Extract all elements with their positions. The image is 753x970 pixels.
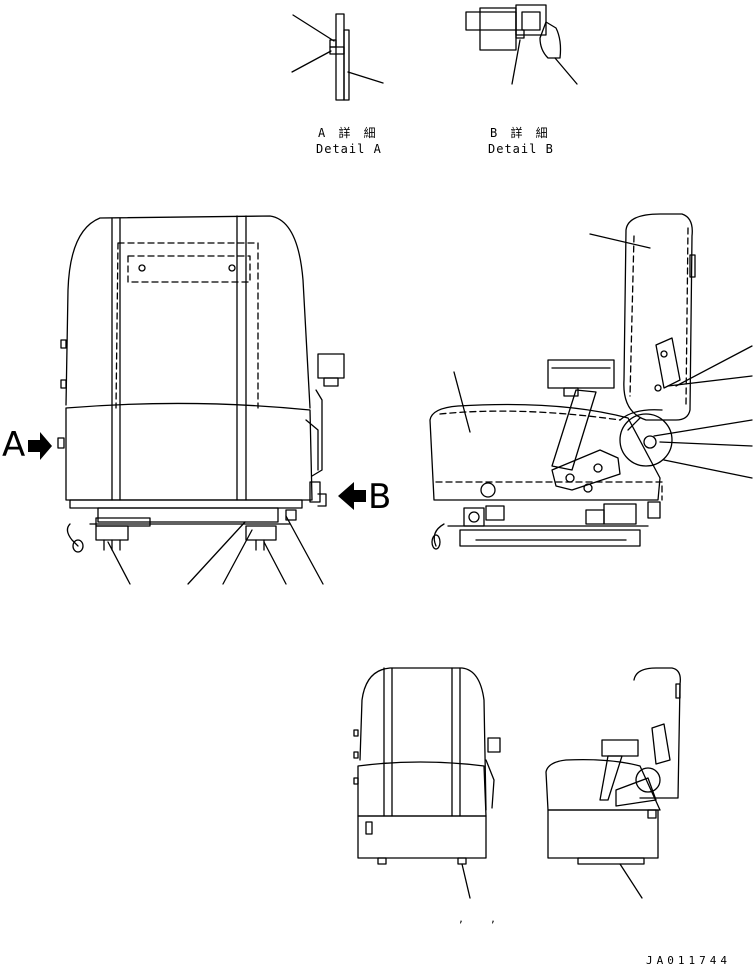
drawing-id: JA011744 [646,954,731,967]
bottom-side-view [545,667,681,899]
detail-b-title-jp: B 詳 細 [490,126,551,140]
detail-a-title-jp: A 詳 細 [318,126,379,140]
detail-b-figure [465,4,578,85]
bottom-note: , , [458,914,507,925]
detail-a-figure [291,13,384,101]
view-arrow-a [28,432,52,460]
detail-a-title-en: Detail A [316,142,382,156]
front-view-seat [57,215,345,585]
bottom-front-view [353,667,501,899]
view-marker-b: B [368,477,392,517]
detail-b-title-en: Detail B [488,142,554,156]
view-marker-a: A [2,425,26,465]
side-view-seat [429,213,753,550]
view-arrow-b [338,482,366,510]
